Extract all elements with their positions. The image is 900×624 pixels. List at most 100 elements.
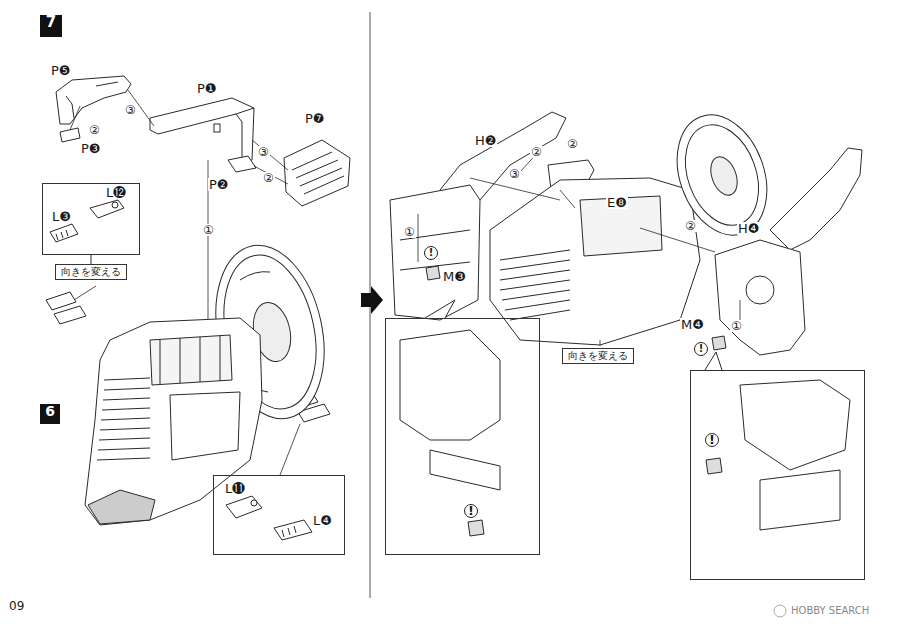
engine-drawing bbox=[150, 335, 232, 385]
detail-drawing bbox=[400, 330, 500, 440]
step-number: 6 bbox=[40, 404, 60, 424]
callout-number: ③ bbox=[257, 146, 270, 158]
part-drawing bbox=[712, 336, 726, 350]
part-drawing bbox=[56, 76, 131, 124]
engine-drawing bbox=[580, 196, 662, 256]
part-name: L⓫ bbox=[224, 482, 246, 495]
part-drawing bbox=[292, 152, 344, 194]
engine-drawing bbox=[85, 318, 262, 525]
part-drawing bbox=[715, 240, 805, 355]
engine-drawing bbox=[97, 378, 150, 460]
note-text: 向きを変える bbox=[568, 351, 628, 361]
next-arrow bbox=[361, 286, 383, 314]
part-name: M❹ bbox=[680, 318, 705, 331]
engine-drawing bbox=[490, 178, 700, 345]
part-name: L❸ bbox=[51, 210, 72, 223]
part-name: L❹ bbox=[312, 514, 333, 527]
engine-drawing bbox=[500, 250, 570, 320]
detail-drawing bbox=[400, 300, 850, 536]
wheel-drawing bbox=[672, 115, 771, 236]
caution-mark: ! bbox=[424, 246, 438, 260]
screw-drawing bbox=[226, 496, 262, 518]
engine-drawing bbox=[170, 392, 240, 460]
screw-drawing bbox=[50, 224, 78, 242]
screw-drawing bbox=[274, 520, 312, 540]
part-name: H❷ bbox=[474, 134, 497, 147]
step-number-text: 6 bbox=[40, 404, 60, 418]
callout-number: ② bbox=[530, 146, 543, 158]
engine-drawing bbox=[88, 490, 155, 524]
part-name: E❽ bbox=[606, 196, 628, 209]
callout-number: ① bbox=[730, 320, 743, 332]
part-drawing bbox=[228, 156, 256, 172]
detail-drawing bbox=[430, 450, 500, 490]
screw-drawing bbox=[46, 292, 76, 310]
part-drawing bbox=[770, 148, 862, 250]
engine-drawing bbox=[85, 318, 262, 525]
engine-drawing bbox=[490, 178, 700, 345]
leader-line bbox=[254, 166, 288, 184]
part-drawing bbox=[60, 128, 80, 142]
leader-line bbox=[70, 106, 80, 130]
leader-line bbox=[418, 214, 419, 262]
leader-line bbox=[470, 178, 560, 200]
engine-drawing bbox=[160, 336, 220, 384]
part-name: H❹ bbox=[737, 222, 760, 235]
part-drawing bbox=[236, 108, 254, 114]
logo-mark bbox=[774, 605, 786, 617]
screw-drawing bbox=[251, 500, 257, 506]
screw-drawing bbox=[90, 200, 124, 218]
detail-drawing bbox=[705, 352, 722, 370]
callout-number: ① bbox=[202, 224, 215, 236]
screw-drawing bbox=[56, 230, 68, 240]
step-number: 7 bbox=[40, 15, 62, 37]
screw-drawing bbox=[282, 526, 296, 537]
part-drawing bbox=[746, 276, 774, 304]
next-arrow bbox=[361, 286, 383, 314]
callout-number: ② bbox=[566, 138, 579, 150]
part-name: L⓬ bbox=[105, 186, 127, 199]
callout-number: ③ bbox=[508, 168, 521, 180]
detail-drawing bbox=[425, 300, 455, 318]
part-drawing bbox=[96, 82, 118, 86]
part-name: P❸ bbox=[80, 142, 102, 155]
leader-line bbox=[252, 140, 288, 170]
part-drawing bbox=[66, 96, 74, 118]
screw-drawing bbox=[112, 202, 118, 208]
part-drawing bbox=[56, 76, 350, 206]
orientation-tag: 向きを変える bbox=[55, 264, 127, 280]
watermark: HOBBY SEARCH bbox=[790, 606, 870, 616]
leader-connector bbox=[91, 255, 92, 264]
detail-drawing bbox=[468, 520, 484, 536]
callout-number: ③ bbox=[124, 104, 137, 116]
wheel-drawing bbox=[706, 153, 742, 199]
step-number-text: 7 bbox=[40, 15, 62, 30]
part-drawing bbox=[150, 98, 254, 164]
note-text: 向きを変える bbox=[61, 267, 121, 277]
part-name: M❸ bbox=[442, 270, 467, 283]
detail-drawing bbox=[760, 470, 840, 530]
leader-line bbox=[600, 340, 601, 346]
orientation-tag: 向きを変える bbox=[562, 348, 634, 364]
callout-number: ① bbox=[403, 226, 416, 238]
leader-line bbox=[640, 228, 715, 252]
leader-line bbox=[74, 286, 96, 300]
caution-mark: ! bbox=[705, 433, 719, 447]
page-number: 09 bbox=[8, 600, 25, 612]
logo-mark bbox=[774, 605, 786, 617]
detail-inset: ! bbox=[690, 370, 865, 580]
part-drawing bbox=[214, 124, 220, 132]
caution-mark: ! bbox=[694, 342, 708, 356]
screw-drawing bbox=[54, 306, 86, 324]
part-drawing bbox=[284, 140, 350, 206]
part-drawing bbox=[426, 266, 440, 280]
part-name: P❺ bbox=[50, 64, 72, 77]
leader-line bbox=[560, 190, 575, 208]
part-name: P❷ bbox=[208, 178, 230, 191]
wheel-drawing bbox=[661, 102, 782, 247]
leader-line bbox=[418, 150, 740, 346]
detail-inset: L❸ L⓬ bbox=[42, 183, 140, 255]
wheel-drawing bbox=[661, 102, 782, 247]
